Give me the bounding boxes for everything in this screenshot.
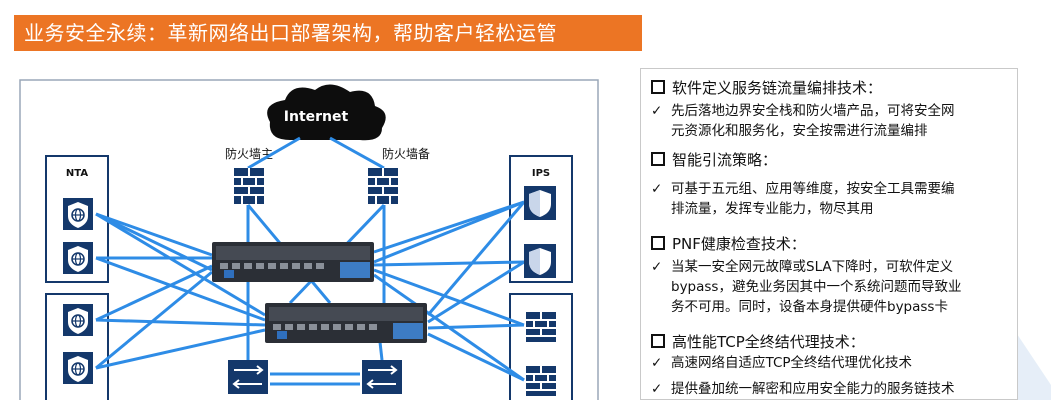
item-line: 提供叠加统一解密和应用安全能力的服务链技术 <box>671 381 955 397</box>
fw-backup-label: 防火墙备 <box>382 146 430 161</box>
page-title: 业务安全永续：革新网络出口部署架构，帮助客户轻松运管 <box>14 15 642 51</box>
square-bullet-icon <box>651 334 665 348</box>
square-bullet-icon <box>651 80 665 94</box>
nta-device-icon-3 <box>63 304 93 336</box>
firewall-backup-icon <box>368 168 398 204</box>
section-item: ✓ 高速网络自适应TCP全终结代理优化技术 <box>651 353 1011 373</box>
appliance-main-icon <box>212 242 374 282</box>
item-line: 先后落地边界安全栈和防火墙产品，可将安全网 <box>671 103 955 119</box>
check-icon: ✓ <box>651 355 663 371</box>
nta-device-icon-4 <box>63 352 93 384</box>
section-item: ✓ 提供叠加统一解密和应用安全能力的服务链技术 <box>651 379 1011 399</box>
check-icon: ✓ <box>651 103 663 119</box>
switch-left-icon <box>228 360 268 394</box>
diagram-frame <box>19 79 599 400</box>
check-icon: ✓ <box>651 381 663 397</box>
item-line: 务不可用。同时，设备本身提供硬件bypass卡 <box>671 299 948 315</box>
item-line: 元资源化和服务化，安全按需进行流量编排 <box>671 123 928 139</box>
ips-device-icon-1 <box>524 186 556 220</box>
section-item: ✓ 当某一安全网元故障或SLA下降时，可软件定义 bypass，避免业务因其中一… <box>651 257 1011 317</box>
fw-main-label: 防火墙主 <box>225 146 273 161</box>
check-icon: ✓ <box>651 181 663 197</box>
section-title-1: 软件定义服务链流量编排技术： <box>651 77 882 98</box>
ips-device-icon-2 <box>524 244 556 278</box>
network-diagram: Internet 防火墙主 防火墙备 NTA IPS <box>19 79 599 400</box>
section-item: ✓ 先后落地边界安全栈和防火墙产品，可将安全网 元资源化和服务化，安全按需进行流… <box>651 101 1011 141</box>
appliance-backup-icon <box>265 303 427 343</box>
ips-firewall-icon-2 <box>526 366 556 396</box>
internet-cloud-icon <box>267 84 386 141</box>
switch-right-icon <box>362 360 402 394</box>
firewall-main-icon <box>234 168 264 204</box>
section-title-2: 智能引流策略： <box>651 149 777 170</box>
section-title-4: 高性能TCP全终结代理技术： <box>651 331 865 352</box>
ips-label: IPS <box>532 168 550 179</box>
network-links <box>95 136 526 386</box>
nta-label: NTA <box>66 168 88 179</box>
square-bullet-icon <box>651 236 665 250</box>
section-item: ✓ 可基于五元组、应用等维度，按安全工具需要编 排流量，发挥专业能力，物尽其用 <box>651 179 1011 219</box>
item-line: 当某一安全网元故障或SLA下降时，可软件定义 <box>671 259 954 275</box>
internet-label: Internet <box>284 109 349 125</box>
item-line: 高速网络自适应TCP全终结代理优化技术 <box>671 355 913 371</box>
nta-device-icon-1 <box>63 198 93 230</box>
item-line: 可基于五元组、应用等维度，按安全工具需要编 <box>671 181 955 197</box>
item-line: bypass，避免业务因其中一个系统问题而导致业 <box>671 279 962 295</box>
feature-panel: 软件定义服务链流量编排技术： ✓ 先后落地边界安全栈和防火墙产品，可将安全网 元… <box>640 68 1018 400</box>
square-bullet-icon <box>651 152 665 166</box>
ips-firewall-icon-1 <box>526 312 556 342</box>
check-icon: ✓ <box>651 259 663 275</box>
item-line: 排流量，发挥专业能力，物尽其用 <box>671 201 874 217</box>
section-title-3: PNF健康检查技术： <box>651 233 806 254</box>
nta-device-icon-2 <box>63 242 93 274</box>
